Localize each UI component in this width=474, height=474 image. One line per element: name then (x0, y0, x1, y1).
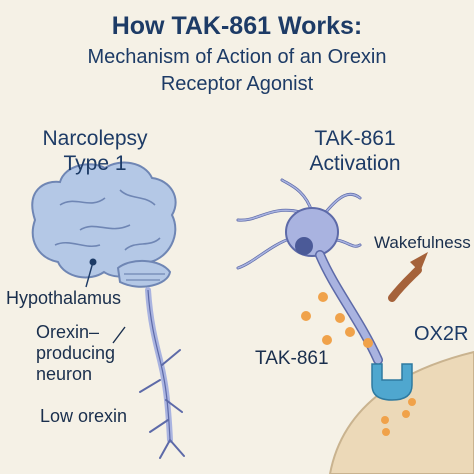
subtitle-line-1: Mechanism of Action of an Orexin (87, 46, 387, 68)
tak861-label: TAK-861 (255, 348, 329, 369)
hypothalamus-label: Hypothalamus (6, 288, 122, 308)
tak861-molecules (301, 292, 416, 436)
ox2r-label: OX2R (414, 323, 469, 345)
subtitle-line-2: Receptor Agonist (160, 73, 314, 95)
low-orexin-label: Low orexin (40, 406, 128, 426)
orexin-neuron-label-line-2: producing (36, 343, 116, 363)
left-heading-line-1: Narcolepsy (42, 127, 148, 150)
page-title: How TAK-861 Works: (111, 12, 363, 40)
orexin-neuron-label-line-1: Orexin– (36, 322, 100, 342)
left-orexin-neuron (139, 287, 185, 459)
orexin-neuron-label: Orexin– producing neuron (36, 322, 115, 385)
right-heading: TAK-861 Activation (290, 126, 420, 176)
brain-illustration (31, 161, 177, 288)
right-heading-line-2: Activation (309, 152, 401, 175)
neuron-leader-line (112, 326, 126, 344)
wakefulness-arrow (388, 252, 428, 302)
tak861-neuron (236, 178, 383, 365)
wakefulness-label: Wakefulness (374, 233, 471, 252)
ox2r-receptor (371, 363, 413, 401)
orexin-neuron-label-line-3: neuron (36, 364, 93, 384)
left-heading-line-2: Type 1 (63, 152, 127, 175)
left-heading: Narcolepsy Type 1 (20, 126, 170, 176)
right-heading-line-1: TAK-861 (314, 127, 396, 150)
